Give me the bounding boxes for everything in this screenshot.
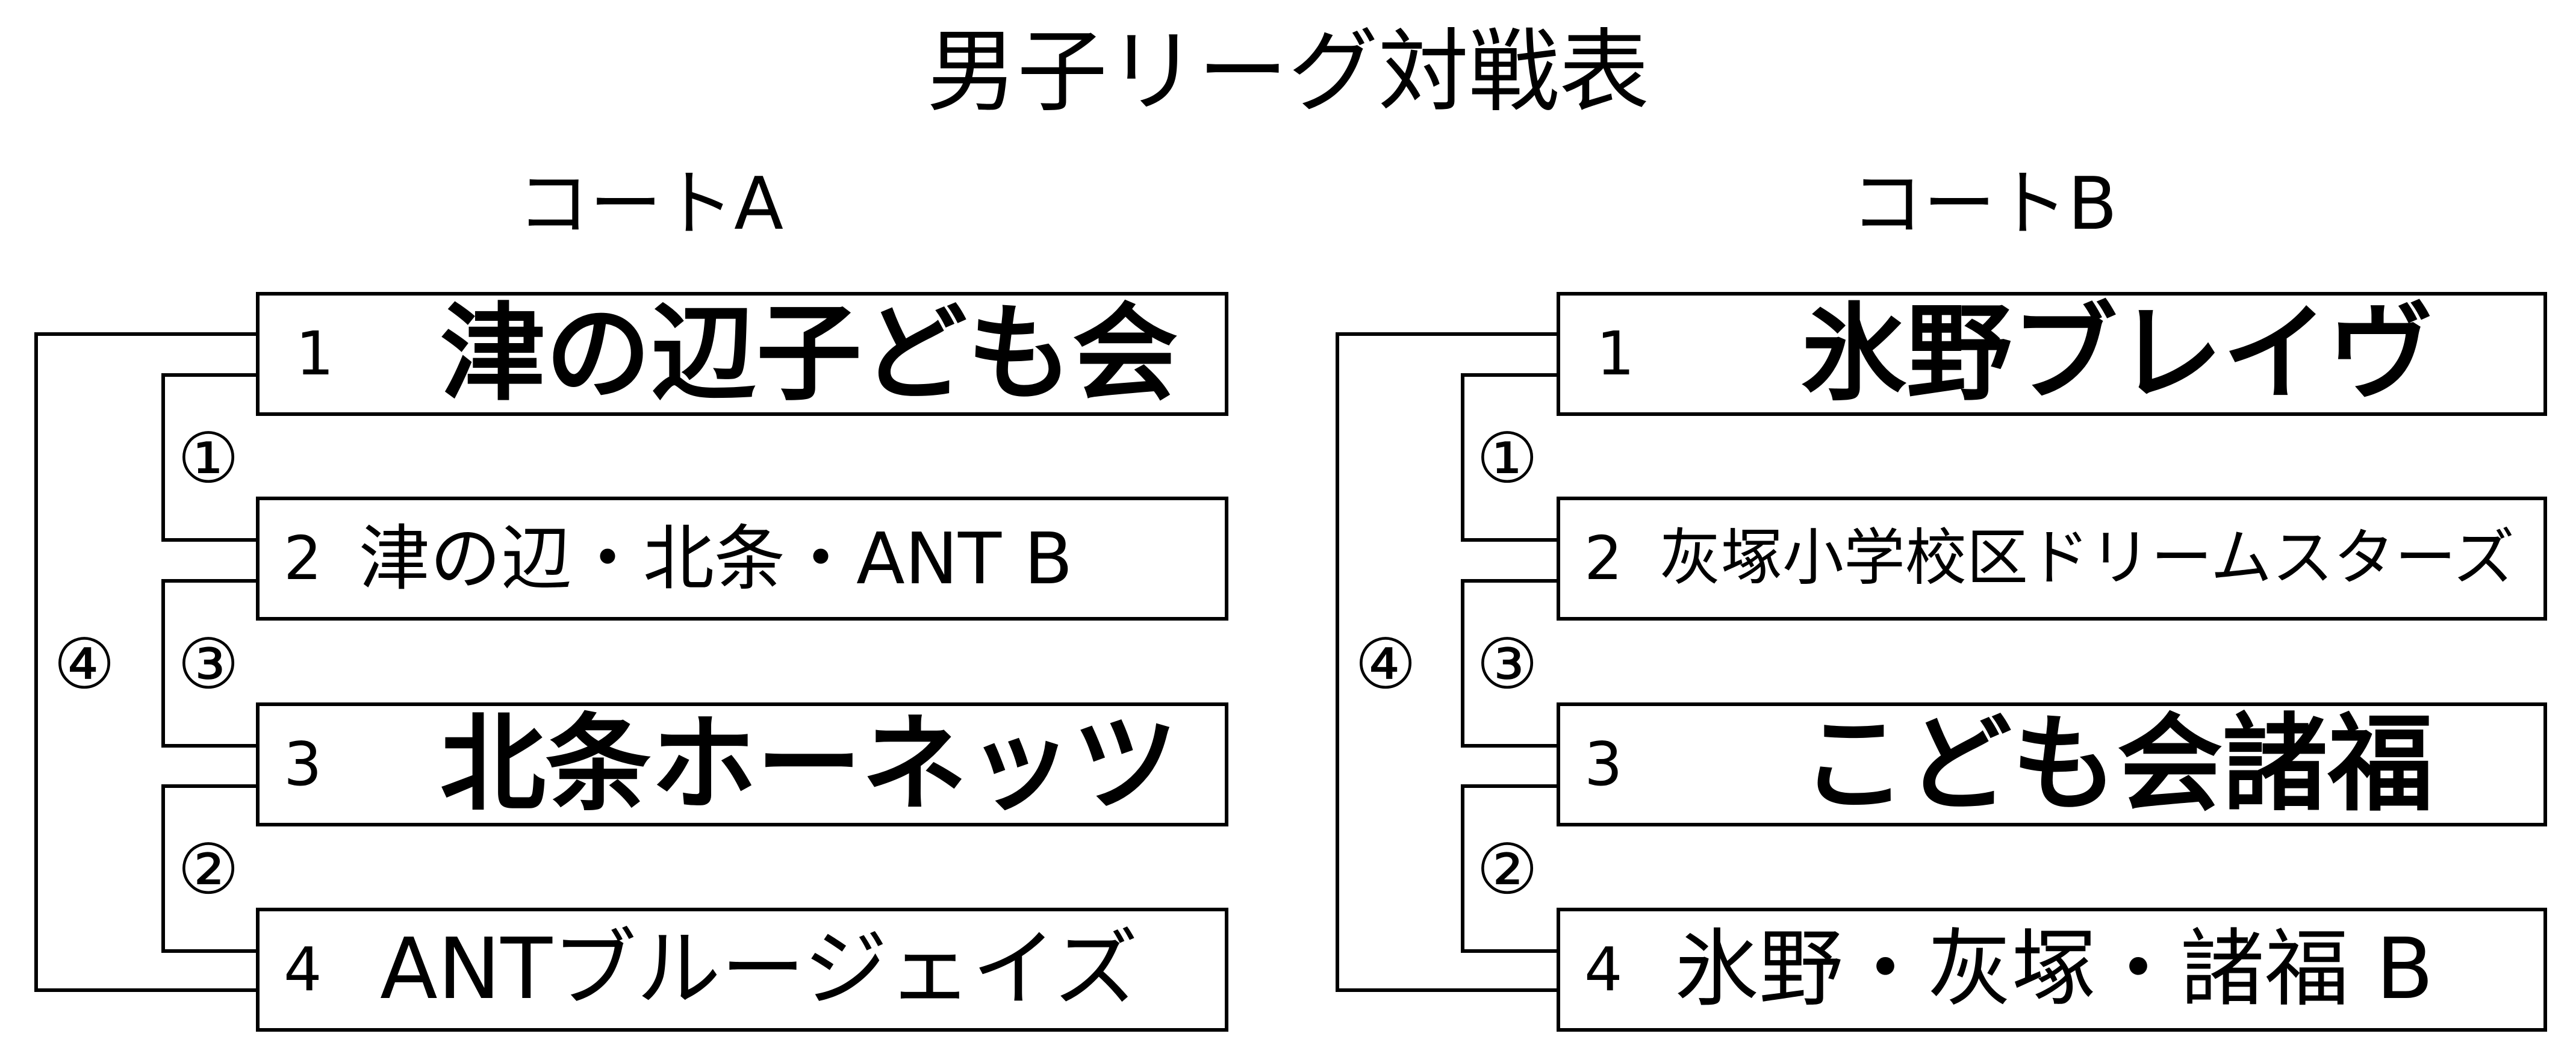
bracket-line	[34, 988, 259, 992]
match-4-label: ④	[1354, 624, 1417, 705]
bracket-line	[1461, 784, 1464, 953]
bracket-line	[1461, 538, 1560, 542]
bracket-line	[161, 949, 259, 953]
team-name: 北条ホーネッツ	[440, 703, 1178, 826]
match-3-label: ③	[1476, 624, 1538, 705]
team-name: 津の辺・北条・ANT B	[359, 517, 1073, 600]
team-box: 3 北条ホーネッツ	[256, 702, 1228, 826]
page-title: 男子リーグ対戦表	[926, 20, 1649, 125]
bracket-line	[1461, 579, 1560, 583]
team-box: 4 ANTブルージェイズ	[256, 908, 1228, 1032]
match-3-label: ③	[177, 624, 240, 705]
seed-number: 3	[284, 729, 322, 799]
bracket-line	[1336, 988, 1560, 992]
court-b-label: コートB	[1850, 163, 2118, 246]
bracket-line	[161, 538, 259, 542]
bracket-line	[34, 332, 38, 992]
bracket-line	[161, 373, 165, 542]
bracket-line	[1336, 332, 1560, 336]
match-1-label: ①	[1476, 418, 1538, 499]
match-1-label: ①	[177, 418, 240, 499]
seed-number: 2	[284, 523, 322, 593]
seed-number: 3	[1584, 729, 1623, 799]
bracket-line	[161, 784, 259, 788]
bracket-line	[1461, 949, 1560, 953]
bracket-line	[161, 373, 259, 377]
team-name: ANTブルージェイズ	[380, 920, 1139, 1018]
team-box: 2 津の辺・北条・ANT B	[256, 497, 1228, 621]
seed-number: 4	[1584, 934, 1623, 1005]
team-name: 津の辺子ども会	[440, 293, 1178, 415]
bracket-line	[161, 784, 165, 953]
team-name: 氷野ブレイヴ	[1801, 293, 2433, 415]
seed-number: 4	[284, 934, 322, 1005]
team-box: 3 こども会諸福	[1557, 702, 2547, 826]
team-box: 4 氷野・灰塚・諸福 B	[1557, 908, 2547, 1032]
match-2-label: ②	[1476, 829, 1538, 910]
seed-number: 1	[296, 318, 334, 389]
court-a-label: コートA	[517, 163, 784, 246]
team-box: 1 津の辺子ども会	[256, 292, 1228, 416]
bracket-line	[1336, 332, 1339, 992]
seed-number: 2	[1584, 523, 1623, 593]
bracket-line	[1461, 744, 1560, 748]
bracket-line	[1461, 373, 1560, 377]
bracket-line	[161, 744, 259, 748]
bracket-line	[1461, 373, 1464, 542]
team-box: 2 灰塚小学校区ドリームスターズ	[1557, 497, 2547, 621]
seed-number: 1	[1596, 318, 1635, 389]
team-name: こども会諸福	[1801, 703, 2433, 826]
bracket-line	[34, 332, 259, 336]
match-2-label: ②	[177, 829, 240, 910]
bracket-line	[161, 579, 259, 583]
team-name: 氷野・灰塚・諸福 B	[1675, 920, 2434, 1018]
bracket-line	[161, 579, 165, 748]
bracket-line	[1461, 784, 1560, 788]
bracket-line	[1461, 579, 1464, 748]
match-4-label: ④	[53, 624, 116, 705]
team-box: 1 氷野ブレイヴ	[1557, 292, 2547, 416]
team-name: 灰塚小学校区ドリームスターズ	[1660, 522, 2515, 594]
